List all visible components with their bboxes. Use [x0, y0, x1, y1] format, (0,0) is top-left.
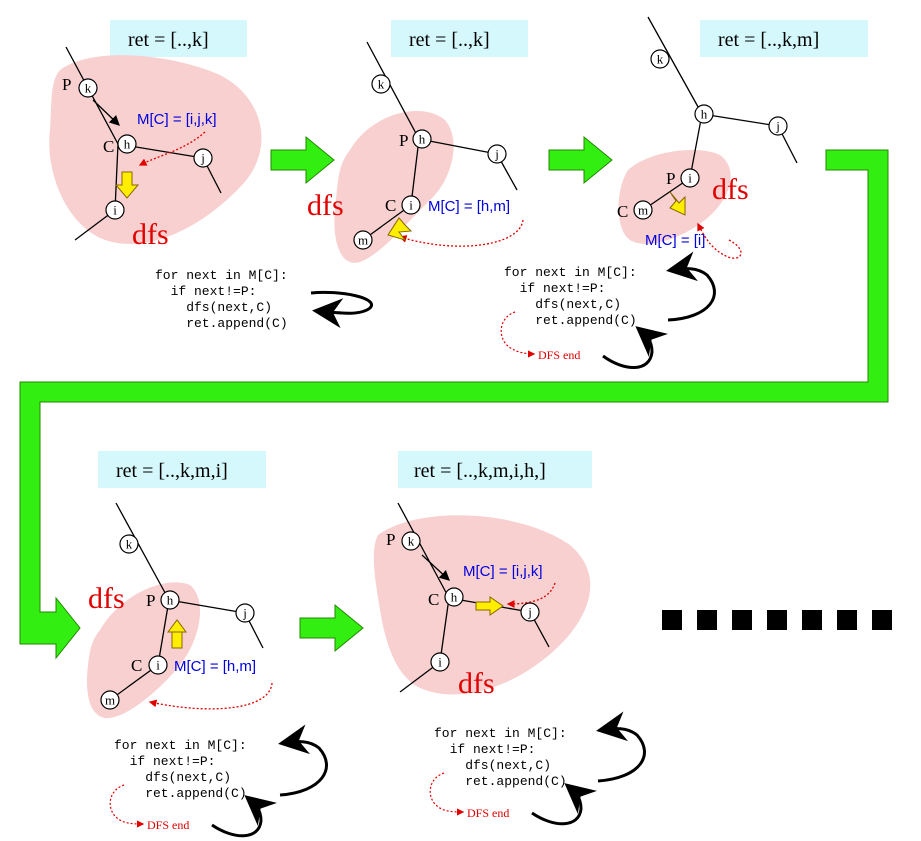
node-i: i: [438, 655, 442, 670]
parent-label: P: [399, 131, 408, 150]
panel-4: k h j i m P C M[C] = [h,m] dfs for next …: [86, 502, 328, 838]
adjacency-label: M[C] = [h,m]: [428, 198, 510, 215]
node-k: k: [408, 534, 415, 549]
parent-label: P: [62, 75, 71, 94]
node-k: k: [85, 81, 92, 96]
node-i: i: [409, 198, 413, 213]
ret-label-2: ret = [..,k]: [409, 29, 490, 51]
node-h: h: [124, 137, 131, 152]
dfs-end-label: DFS end: [147, 818, 189, 832]
panel-2: k h j i m P C M[C] = [h,m] dfs: [307, 41, 524, 263]
node-h: h: [701, 107, 708, 122]
loop-arrow: [531, 783, 598, 826]
current-label: C: [131, 656, 142, 675]
dfs-label: dfs: [307, 189, 344, 222]
code-line-2: if next!=P:: [504, 281, 605, 296]
step-arrow-shaft: [171, 629, 183, 649]
big-arrow-3: [299, 603, 364, 653]
code-line-2: if next!=P:: [434, 742, 535, 757]
step-arrow-icon: [387, 217, 413, 241]
loop-arrow: [602, 326, 669, 369]
node-h: h: [419, 132, 426, 147]
dfs-label: dfs: [712, 173, 749, 206]
dfs-label: dfs: [458, 667, 495, 700]
code-line-4: ret.append(C): [434, 774, 567, 789]
dfs-end-label: DFS end: [538, 348, 580, 362]
current-label: C: [103, 137, 114, 156]
loop-arrow: [596, 711, 646, 783]
node-j: j: [494, 147, 499, 162]
code-line-3: dfs(next,C): [434, 758, 551, 773]
ret-label-4: ret = [..,k,m,i]: [116, 460, 228, 482]
code-line-3: dfs(next,C): [114, 770, 231, 785]
continuation-ellipsis: [662, 610, 892, 630]
dfs-label: dfs: [88, 582, 125, 615]
node-m: m: [105, 693, 115, 708]
code-line-3: dfs(next,C): [504, 297, 621, 312]
panel-1: k h j i P C M[C] = [i,j,k] dfs for next …: [49, 46, 374, 331]
adjacency-label: M[C] = [i]: [645, 232, 705, 249]
big-arrow-connector: [19, 149, 889, 660]
panel-5: k h j i P C M[C] = [i,j,k] dfs for next …: [373, 502, 646, 826]
code-line-2: if next!=P:: [155, 284, 256, 299]
step-arrow-head: [167, 619, 187, 633]
step-arrow-icon: [114, 171, 140, 199]
highlight-blob: [334, 111, 454, 263]
node-j: j: [527, 605, 532, 620]
loop-arrow: [278, 724, 328, 797]
ret-label-1: ret = [..,k]: [128, 29, 209, 51]
node-j: j: [200, 151, 205, 166]
highlight-blob: [86, 582, 201, 719]
ret-labels: ret = [..,k] ret = [..,k] ret = [..,k,m]…: [98, 20, 868, 488]
current-label: C: [617, 202, 628, 221]
loop-arrow: [211, 795, 278, 838]
dfs-end-label: DFS end: [467, 806, 509, 820]
parent-label: P: [146, 591, 155, 610]
current-label: C: [428, 590, 439, 609]
node-k: k: [126, 537, 133, 552]
step-arrow-icon: [669, 191, 686, 216]
adjacency-label: M[C] = [h,m]: [174, 658, 256, 675]
code-line-1: for next in M[C]:: [504, 265, 637, 280]
dfs-label: dfs: [132, 218, 169, 251]
code-line-4: ret.append(C): [504, 313, 637, 328]
node-m: m: [638, 203, 648, 218]
panel-3: k h j i m P C M[C] = [i] dfs for next in…: [500, 16, 798, 369]
loop-arrow: [666, 251, 716, 322]
ret-label-5: ret = [..,k,m,i,h,]: [414, 460, 546, 482]
node-j: j: [242, 606, 247, 621]
code-line-1: for next in M[C]:: [434, 726, 567, 741]
code-line-3: dfs(next,C): [155, 300, 272, 315]
parent-label: P: [386, 530, 395, 549]
adjacency-label: M[C] = [i,j,k]: [137, 111, 217, 128]
node-i: i: [688, 171, 692, 186]
code-line-2: if next!=P:: [114, 754, 215, 769]
node-h: h: [451, 590, 458, 605]
loop-arrow: [310, 290, 374, 329]
node-i: i: [156, 658, 160, 673]
ret-label-3: ret = [..,k,m]: [718, 29, 819, 51]
node-m: m: [358, 233, 368, 248]
code-line-4: ret.append(C): [114, 786, 247, 801]
parent-label: P: [666, 169, 675, 188]
node-k: k: [657, 52, 664, 67]
node-h: h: [167, 593, 174, 608]
code-line-1: for next in M[C]:: [155, 268, 288, 283]
code-line-4: ret.append(C): [155, 316, 288, 331]
big-arrows: [19, 135, 889, 660]
step-arrow-icon: [475, 596, 504, 616]
node-i: i: [113, 203, 117, 218]
big-arrow-2: [548, 135, 613, 185]
code-line-1: for next in M[C]:: [114, 738, 247, 753]
node-j: j: [775, 119, 780, 134]
current-label: C: [385, 196, 396, 215]
node-k: k: [378, 77, 385, 92]
big-arrow-1: [270, 135, 335, 185]
adjacency-label: M[C] = [i,j,k]: [463, 563, 543, 580]
